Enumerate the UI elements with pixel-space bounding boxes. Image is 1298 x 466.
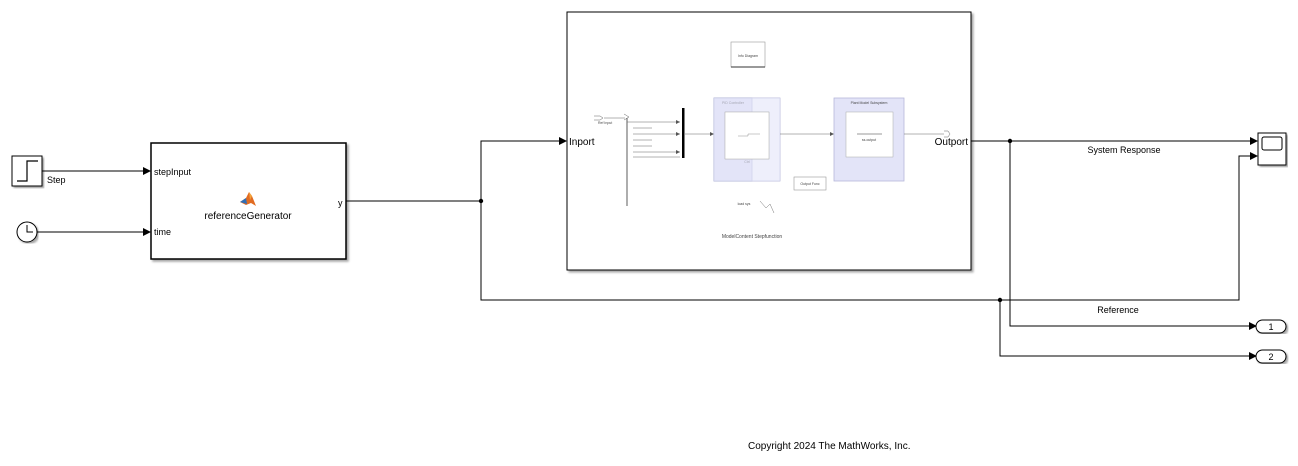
scope-block[interactable] xyxy=(1257,132,1287,166)
signal-to-outport-1[interactable] xyxy=(1009,141,1257,330)
subsystem-inport-label: Inport xyxy=(569,137,595,148)
signal-to-outport-2[interactable] xyxy=(999,300,1257,360)
preview-small-box-text: Output Func xyxy=(800,182,820,186)
matlab-function-icon xyxy=(240,192,256,206)
preview-info-box xyxy=(730,41,766,68)
preview-ref-input: Ref Input xyxy=(598,121,612,125)
step-block[interactable] xyxy=(11,155,43,187)
outport-1-number: 1 xyxy=(1268,322,1273,332)
clock-icon xyxy=(26,225,33,233)
scope-icon xyxy=(1261,136,1283,151)
clock-block[interactable] xyxy=(16,221,38,243)
preview-small-box xyxy=(793,176,827,191)
generator-output-y: y xyxy=(338,198,343,208)
step-icon xyxy=(17,160,38,182)
preview-note: load sys xyxy=(738,202,751,206)
generator-input-time: time xyxy=(154,227,171,237)
subsystem-outport-label: Outport xyxy=(935,137,969,148)
preview-footer: ModelContent Stepfunction xyxy=(722,234,783,240)
copyright-text: Copyright 2024 The MathWorks, Inc. xyxy=(748,441,911,452)
signal-to-inport[interactable] xyxy=(480,137,567,201)
generator-name: referenceGenerator xyxy=(204,211,292,222)
generator-input-steplnput: stepInput xyxy=(154,167,192,177)
step-label: Step xyxy=(47,175,66,185)
preview-plant-inner: ss.output xyxy=(862,138,876,142)
outport-2-number: 2 xyxy=(1268,352,1273,362)
subsystem-preview: Info Diagram Ref Input PID Controller Ct… xyxy=(594,41,951,240)
preview-info-text: Info Diagram xyxy=(738,54,758,58)
signal-label-system-response: System Response xyxy=(1087,145,1160,155)
outport-1-block[interactable] xyxy=(1255,319,1287,334)
preview-plant-title: Plant Model Subsystem xyxy=(851,101,888,105)
signal-reference-to-scope[interactable] xyxy=(480,152,1258,301)
outport-2-block[interactable] xyxy=(1255,349,1287,364)
signal-label-reference: Reference xyxy=(1097,305,1139,315)
